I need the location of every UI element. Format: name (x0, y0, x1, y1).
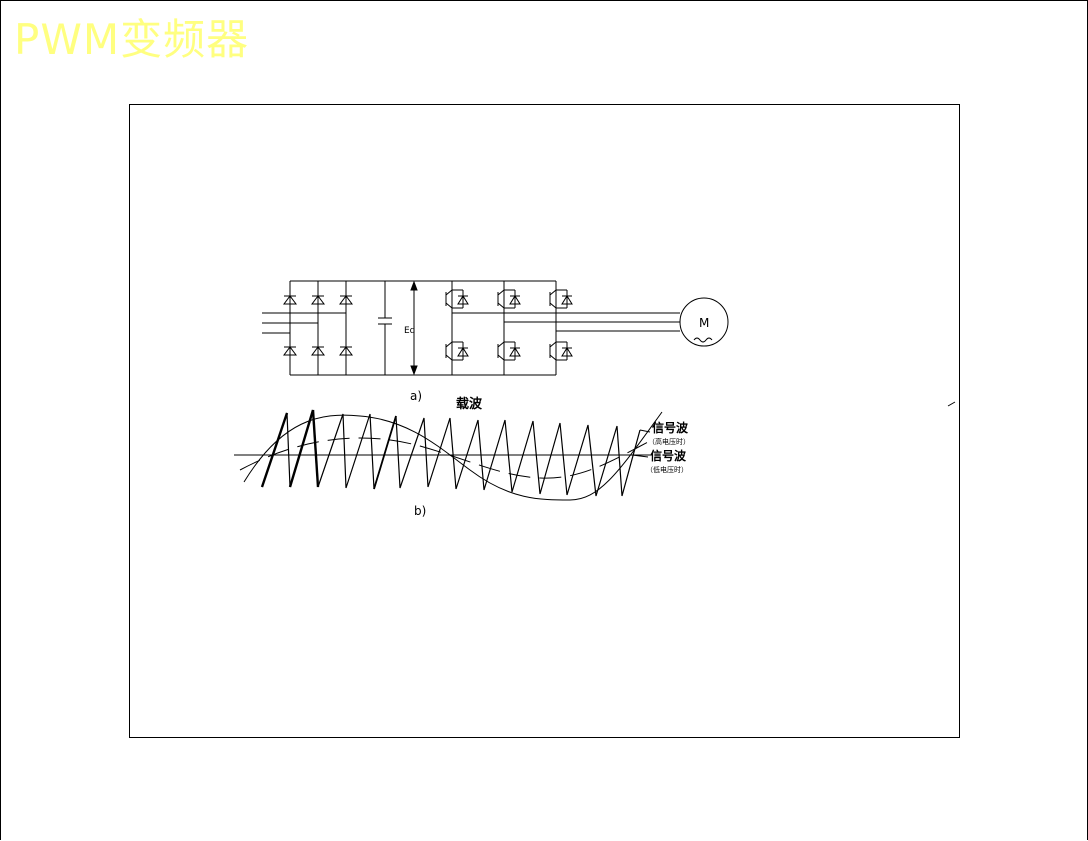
signal-high-note: （高电压时） (648, 437, 690, 446)
leader-line-high (639, 429, 651, 433)
waveform-caption: b) (414, 504, 426, 518)
igbt-upper-2 (497, 289, 521, 309)
motor-label: M (699, 316, 709, 330)
signal-low-note: （低电压时） (646, 465, 688, 474)
pwm-waveforms (234, 401, 956, 501)
rectifier-diode-2 (311, 295, 325, 305)
rectifier-diode-1 (283, 295, 297, 305)
slide-title: PWM变频器 (14, 15, 250, 64)
inverter-circuit (262, 280, 729, 376)
rectifier-diode-3 (339, 295, 353, 305)
stray-mark (947, 401, 956, 407)
rectifier-diode-6 (339, 346, 353, 356)
signal-wave-high (243, 411, 663, 501)
signal-wave-low (239, 437, 649, 479)
igbt-lower-3 (549, 341, 573, 361)
signal-low-label: 信号波 (650, 448, 687, 463)
igbt-lower-1 (445, 341, 469, 361)
dc-voltage-arrow (410, 280, 418, 376)
signal-high-label: 信号波 (652, 420, 689, 435)
igbt-upper-3 (549, 289, 573, 309)
motor-symbol (679, 297, 729, 347)
carrier-wave (261, 409, 641, 497)
motor-ac-symbol (693, 337, 713, 343)
diagram-frame (129, 104, 960, 738)
leader-line-low (631, 454, 649, 458)
igbt-upper-1 (445, 289, 469, 309)
circuit-caption: a) (410, 389, 422, 403)
rectifier-diode-5 (311, 346, 325, 356)
igbt-lower-2 (497, 341, 521, 361)
dc-voltage-label: Ed (404, 326, 415, 336)
dc-link-capacitor (378, 281, 392, 375)
carrier-label: 载波 (456, 396, 483, 412)
rectifier-diode-4 (283, 346, 297, 356)
